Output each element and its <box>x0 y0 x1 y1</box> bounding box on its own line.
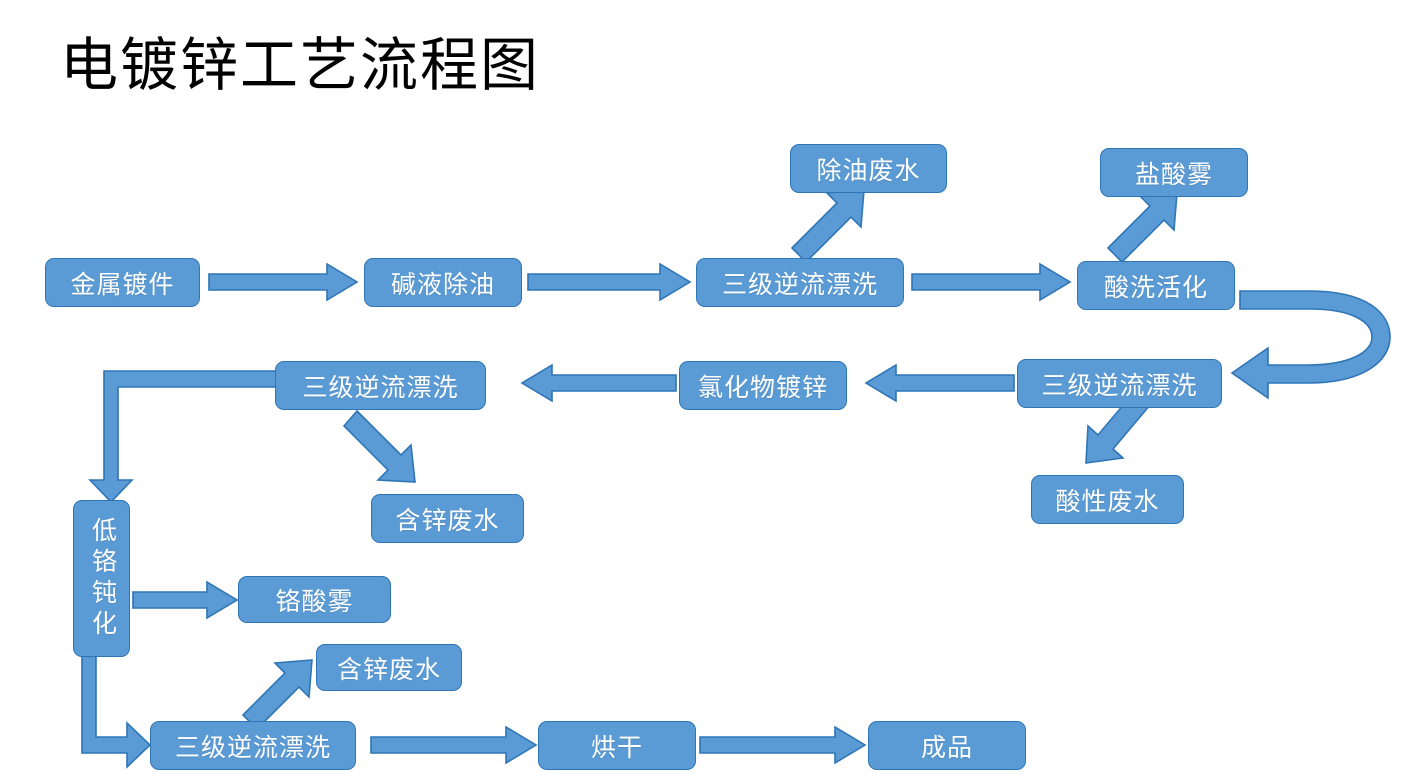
node-metal-part[interactable]: 金属镀件 <box>45 258 200 307</box>
node-zinc-wastewater-1[interactable]: 含锌废水 <box>371 494 524 543</box>
arrow-rinse-1-to-acid-activation <box>911 262 1072 302</box>
arrow-rinse-3-to-low-chrome-passivation <box>88 370 277 504</box>
arrow-metal-part-to-alkali-degrease <box>208 262 359 302</box>
arrow-low-chrome-passivation-to-chromic-acid-mist <box>132 580 239 620</box>
node-drying[interactable]: 烘干 <box>538 721 696 770</box>
page-title: 电镀锌工艺流程图 <box>60 33 541 98</box>
arrow-alkali-degrease-to-rinse-1 <box>527 262 692 302</box>
node-acid-wastewater[interactable]: 酸性废水 <box>1031 475 1184 524</box>
arrow-drying-to-finished-product <box>699 725 867 765</box>
node-chromic-acid-mist[interactable]: 铬酸雾 <box>238 576 391 623</box>
arrow-low-chrome-passivation-to-rinse-4 <box>81 655 152 769</box>
node-hcl-mist[interactable]: 盐酸雾 <box>1100 148 1248 197</box>
node-finished-product[interactable]: 成品 <box>868 721 1026 770</box>
node-alkali-degrease[interactable]: 碱液除油 <box>364 258 522 307</box>
node-chloride-zinc-plating[interactable]: 氯化物镀锌 <box>679 361 847 410</box>
arrow-rinse-3-to-zinc-wastewater-1 <box>342 409 416 483</box>
arrow-rinse-1-to-degrease-wastewater <box>790 189 865 264</box>
node-degrease-wastewater[interactable]: 除油废水 <box>790 144 947 193</box>
arrow-acid-activation-to-rinse-2 <box>1230 290 1391 400</box>
node-zinc-wastewater-2[interactable]: 含锌废水 <box>316 644 462 691</box>
arrow-rinse-4-to-drying <box>370 725 538 765</box>
arrow-rinse-2-to-chloride-zinc-plating <box>864 363 1015 403</box>
node-rinse-4[interactable]: 三级逆流漂洗 <box>150 721 356 770</box>
node-low-chrome-passivation[interactable]: 低铬钝化 <box>73 500 130 657</box>
node-acid-activation[interactable]: 酸洗活化 <box>1077 261 1235 310</box>
node-rinse-1[interactable]: 三级逆流漂洗 <box>696 258 904 307</box>
node-rinse-2[interactable]: 三级逆流漂洗 <box>1017 359 1222 408</box>
arrow-chloride-zinc-plating-to-rinse-3 <box>520 363 677 403</box>
arrow-acid-activation-to-hcl-mist <box>1106 192 1178 264</box>
node-rinse-3[interactable]: 三级逆流漂洗 <box>275 361 486 410</box>
arrow-rinse-4-to-zinc-wastewater-2 <box>241 659 313 731</box>
